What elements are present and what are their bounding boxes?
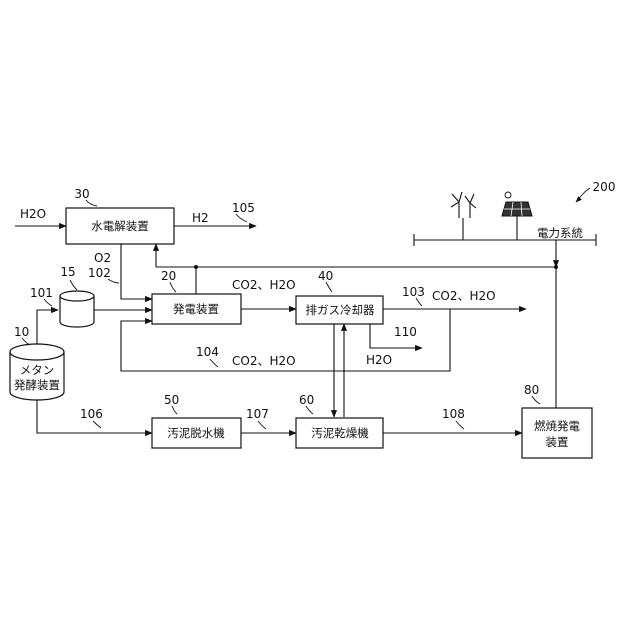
h2o-in-label: H2O [20, 207, 46, 221]
o2-label: O2 [94, 251, 111, 265]
solar-panel-icon [502, 192, 532, 222]
dewater-ref: 50 [164, 393, 179, 407]
co2-h2o-label-b: CO2、H2O [432, 289, 496, 303]
gas-tank [60, 291, 94, 327]
digester-to-tank-line [37, 310, 58, 344]
combustion-label-1: 燃焼発電 [534, 419, 580, 433]
combustion-label-2: 装置 [546, 435, 569, 449]
dewater-label: 汚泥脱水機 [167, 426, 225, 440]
grid-label: 電力系統 [537, 226, 583, 240]
cooler-label: 排ガス冷却器 [306, 303, 375, 317]
o2-line [121, 244, 152, 299]
ref-110: 110 [394, 325, 417, 339]
electrolyzer-ref: 30 [74, 187, 89, 201]
ref-102: 102 [88, 266, 111, 280]
digester-ref: 10 [14, 325, 29, 339]
tank-ref: 15 [60, 265, 75, 279]
generator-label: 発電装置 [173, 302, 219, 316]
dryer-ref: 60 [299, 393, 314, 407]
generator-ref: 20 [161, 269, 176, 283]
ref-103: 103 [402, 285, 425, 299]
co2-h2o-label-a: CO2、H2O [232, 278, 296, 292]
digester-label-2: 発酵装置 [14, 378, 60, 392]
combustion-box [522, 408, 592, 458]
dryer-label: 汚泥乾燥機 [311, 426, 369, 440]
figure-number-leader [576, 188, 590, 202]
figure-number: 200 [593, 180, 616, 194]
h2-out-label: H2 [192, 211, 209, 225]
cooler-ref: 40 [318, 269, 333, 283]
ref-104: 104 [196, 345, 219, 359]
ref-107: 107 [246, 407, 269, 421]
ref-101: 101 [30, 286, 53, 300]
ref-108: 108 [442, 407, 465, 421]
co2-h2o-label-c: CO2、H2O [232, 354, 296, 368]
electrolyzer-label: 水電解装置 [91, 219, 149, 233]
h2o-drain-label: H2O [366, 353, 392, 367]
wind-turbine-icon [451, 192, 476, 218]
combustion-ref: 80 [524, 383, 539, 397]
ref-106: 106 [80, 407, 103, 421]
ref-105: 105 [232, 201, 255, 215]
digester-label-1: メタン [20, 363, 55, 377]
